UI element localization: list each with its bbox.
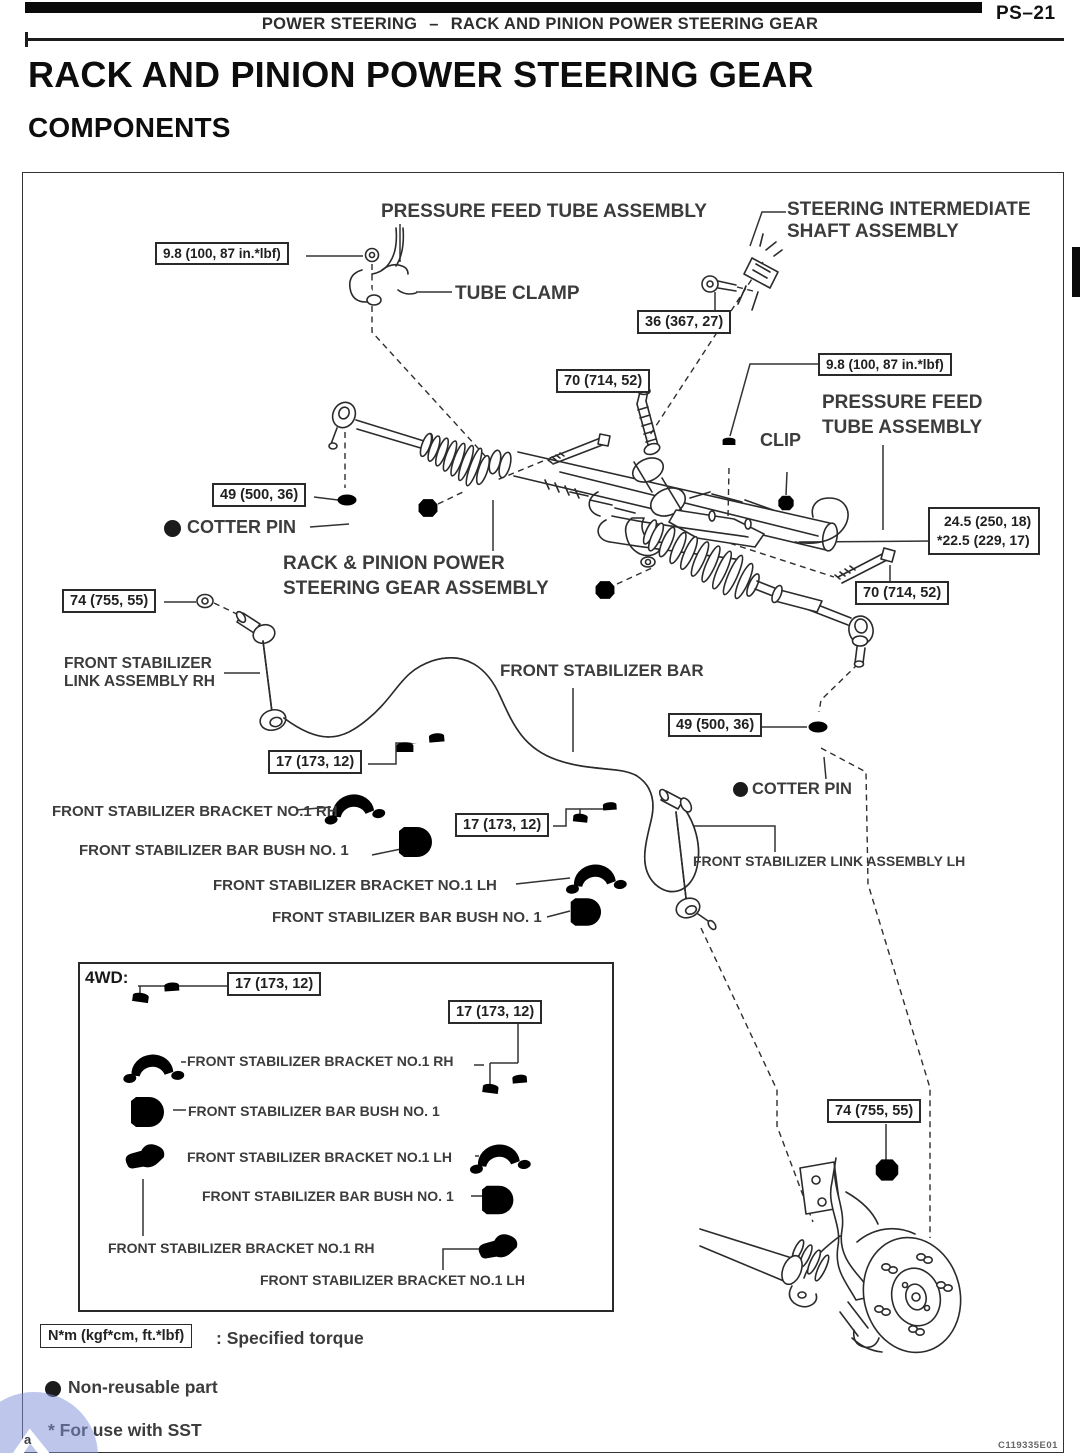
running-header: POWER STEERING–RACK AND PINION POWER STE… (0, 15, 1080, 34)
torque-24.5-line1: 24.5 (250, 18) (944, 513, 1032, 529)
torque-box-49-left: 49 (500, 36) (212, 483, 307, 507)
label-pressure-feed-tube-assembly-top: PRESSURE FEED TUBE ASSEMBLY (381, 201, 707, 222)
torque-box-17-c: 17 (173, 12) (227, 972, 322, 996)
torque-box-36: 36 (367, 27) (637, 310, 732, 334)
torque-box-70-top: 70 (714, 52) (556, 369, 651, 393)
page-title: RACK AND PINION POWER STEERING GEAR (28, 54, 814, 95)
label-fourwd-bracket-lh-2: FRONT STABILIZER BRACKET NO.1 LH (260, 1272, 525, 1288)
label-cotter-pin-left: COTTER PIN (187, 517, 297, 537)
label-fourwd-bracket-rh-2: FRONT STABILIZER BRACKET NO.1 RH (108, 1240, 375, 1256)
label-cotter-pin-right: COTTER PIN (752, 780, 852, 798)
torque-box-17-d: 17 (173, 12) (448, 1000, 543, 1024)
torque-box-24.5-22.5: 24.5 (250, 18) *22.5 (229, 17) (928, 507, 1041, 555)
label-clip: CLIP (760, 430, 802, 450)
non-reusable-dot-cotter-pin-right (733, 782, 748, 797)
label-fourwd-bracket-lh-1: FRONT STABILIZER BRACKET NO.1 LH (187, 1149, 452, 1165)
running-header-topic: RACK AND PINION POWER STEERING GEAR (450, 15, 819, 33)
non-reusable-dot-cotter-pin-left (164, 520, 181, 537)
label-fourwd: 4WD: (85, 968, 129, 987)
label-rack-pinion-assembly: RACK & PINION POWER STEERING GEAR ASSEMB… (283, 553, 549, 599)
legend-non-reusable: Non-reusable part (68, 1377, 218, 1397)
label-bracket-rh: FRONT STABILIZER BRACKET NO.1 RH (52, 803, 338, 820)
header-rule-tick (25, 32, 28, 47)
label-fourwd-bush-2: FRONT STABILIZER BAR BUSH NO. 1 (202, 1188, 454, 1204)
legend-torque-description: : Specified torque (216, 1328, 364, 1348)
figure-code: C119335E01 (998, 1440, 1058, 1451)
label-front-stabilizer-link-rh: FRONT STABILIZER LINK ASSEMBLY RH (64, 655, 216, 691)
label-bar-bush-1: FRONT STABILIZER BAR BUSH NO. 1 (79, 842, 349, 859)
section-heading: COMPONENTS (28, 112, 231, 143)
torque-box-9.8-right: 9.8 (100, 87 in.*lbf) (818, 353, 952, 376)
running-header-section: POWER STEERING (261, 15, 418, 33)
torque-box-9.8-left: 9.8 (100, 87 in.*lbf) (155, 242, 289, 265)
label-front-stabilizer-link-lh: FRONT STABILIZER LINK ASSEMBLY LH (693, 853, 966, 869)
label-fourwd-bush-1: FRONT STABILIZER BAR BUSH NO. 1 (188, 1103, 440, 1119)
header-rule (25, 38, 1064, 41)
fourwd-inset-box (78, 962, 614, 1312)
running-header-separator: – (429, 15, 439, 33)
torque-box-17-a: 17 (173, 12) (268, 750, 363, 774)
torque-22.5-line2: *22.5 (229, 17) (937, 531, 1030, 548)
torque-box-74-bottom: 74 (755, 55) (827, 1099, 922, 1123)
watermark-glyph: a (24, 1432, 32, 1447)
torque-box-70-right: 70 (714, 52) (855, 581, 950, 605)
page-number: PS–21 (996, 3, 1056, 24)
label-front-stabilizer-bar: FRONT STABILIZER BAR (500, 661, 704, 680)
page-edge-tab (1072, 247, 1080, 297)
label-pressure-feed-tube-assembly-right: PRESSURE FEED TUBE ASSEMBLY (822, 392, 983, 438)
label-tube-clamp: TUBE CLAMP (455, 283, 580, 304)
legend-torque-symbol-box: N*m (kgf*cm, ft.*lbf) (40, 1324, 193, 1348)
torque-box-49-right: 49 (500, 36) (668, 713, 763, 737)
label-steering-intermediate-shaft: STEERING INTERMEDIATE SHAFT ASSEMBLY (787, 199, 1031, 243)
watermark-logo (0, 1392, 98, 1453)
torque-box-17-b: 17 (173, 12) (455, 813, 550, 837)
watermark-swoosh-icon (12, 1428, 50, 1453)
torque-box-74-left: 74 (755, 55) (62, 589, 157, 613)
label-fourwd-bracket-rh-1: FRONT STABILIZER BRACKET NO.1 RH (187, 1053, 454, 1069)
top-black-bar (25, 2, 982, 13)
label-bar-bush-2: FRONT STABILIZER BAR BUSH NO. 1 (272, 909, 542, 926)
label-bracket-lh: FRONT STABILIZER BRACKET NO.1 LH (213, 877, 497, 894)
